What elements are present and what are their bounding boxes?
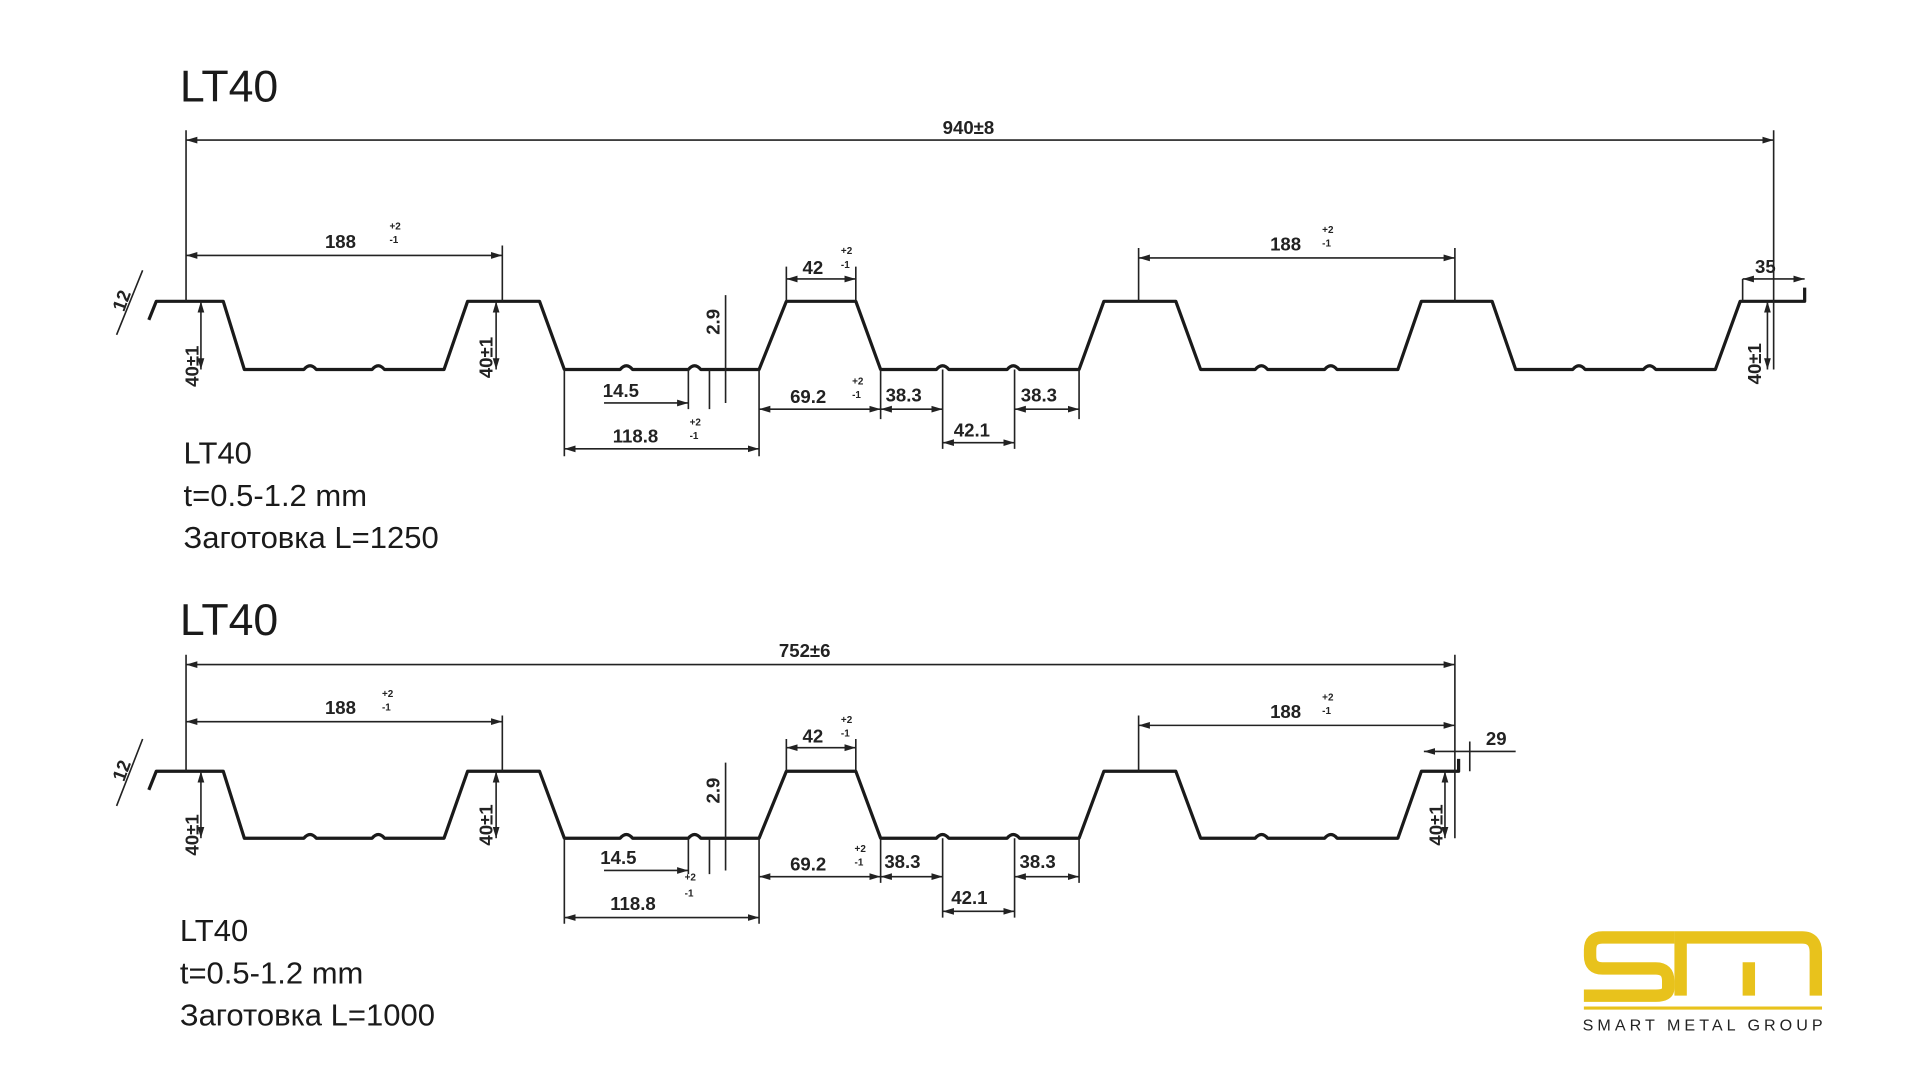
- dim-height: 40±1: [1744, 343, 1765, 384]
- tol-up: +2: [1322, 225, 1334, 236]
- tol-down: -1: [841, 260, 850, 271]
- dim-seg-c: 38.3: [1020, 851, 1056, 872]
- dim-bottom: 118.8: [613, 426, 659, 447]
- tol-down: -1: [389, 235, 398, 246]
- tol-up: +2: [382, 689, 394, 700]
- dim-pitch-left: 188: [325, 231, 356, 252]
- caption-blank: Заготовка L=1250: [184, 520, 439, 555]
- dim-bottom: 118.8: [610, 893, 656, 914]
- tol-down: -1: [852, 390, 861, 401]
- dim-rib-offset: 14.5: [603, 380, 639, 401]
- caption-blank: Заготовка L=1000: [180, 997, 435, 1032]
- tol-up: +2: [855, 844, 867, 855]
- dim-top-width: 42: [802, 257, 823, 278]
- dim-lip: 12: [108, 757, 135, 784]
- dim-height: 40±1: [475, 804, 496, 845]
- profile-outline: [147, 758, 1461, 840]
- dim-lip: 12: [108, 287, 135, 314]
- dim-overall: 752±6: [779, 640, 831, 661]
- caption-thickness: t=0.5-1.2 mm: [184, 478, 368, 513]
- tol-up: +2: [389, 221, 401, 232]
- caption-name: LT40: [184, 436, 252, 471]
- tol-up: +2: [841, 246, 853, 257]
- tol-down: -1: [1322, 706, 1331, 717]
- dim-pitch-right: 188: [1270, 233, 1301, 254]
- tol-up: +2: [852, 376, 864, 387]
- dim-web: 69.2: [790, 386, 826, 407]
- dim-height: 40±1: [475, 337, 496, 378]
- dimension-lines: [115, 654, 1516, 924]
- dim-end-lip: 35: [1755, 256, 1776, 277]
- dim-seg-a: 38.3: [886, 385, 922, 406]
- dim-rib-offset: 14.5: [600, 847, 636, 868]
- dim-height: 40±1: [1425, 804, 1446, 845]
- dim-web: 69.2: [790, 853, 826, 874]
- tol-down: -1: [382, 702, 391, 713]
- tol-down: -1: [1322, 239, 1331, 250]
- tol-down: -1: [685, 888, 694, 899]
- dim-top-width: 42: [802, 726, 823, 747]
- sm-logo-mark: [1583, 931, 1823, 1002]
- caption-name: LT40: [180, 913, 248, 948]
- dim-pitch-right: 188: [1270, 701, 1301, 722]
- dim-seg-b: 42.1: [954, 419, 990, 440]
- dimension-lines: [115, 130, 1805, 457]
- tol-up: +2: [685, 872, 697, 883]
- tol-down: -1: [855, 857, 864, 868]
- dim-seg-b: 42.1: [951, 887, 987, 908]
- profile-2: LT40 752±6 188 +2 -1 188 +2 -1 42 +2 -1: [108, 596, 1516, 1032]
- tol-up: +2: [1322, 693, 1334, 704]
- dim-height: 40±1: [181, 346, 202, 387]
- profile-title: LT40: [180, 63, 278, 112]
- logo-company-name: SMART METAL GROUP: [1583, 1016, 1824, 1034]
- dim-pitch-left: 188: [325, 697, 356, 718]
- profile-outline: [147, 287, 1807, 372]
- dim-rib-depth: 2.9: [702, 778, 723, 804]
- tol-up: +2: [841, 715, 853, 726]
- smart-metal-group-logo: SMART METAL GROUP: [1583, 931, 1824, 1034]
- dim-height: 40±1: [181, 814, 202, 855]
- dim-overall: 940±8: [943, 117, 995, 138]
- caption-thickness: t=0.5-1.2 mm: [180, 955, 364, 990]
- tol-down: -1: [841, 729, 850, 740]
- profile-title: LT40: [180, 596, 278, 645]
- dim-end-lip: 29: [1486, 728, 1507, 749]
- dim-seg-a: 38.3: [884, 851, 920, 872]
- dim-seg-c: 38.3: [1021, 385, 1057, 406]
- dim-rib-depth: 2.9: [702, 309, 723, 335]
- tol-up: +2: [690, 417, 702, 428]
- tol-down: -1: [690, 431, 699, 442]
- profile-1: LT40 940±8 188 +2 -1 188 +2 -1 42 +2 -1: [108, 63, 1807, 555]
